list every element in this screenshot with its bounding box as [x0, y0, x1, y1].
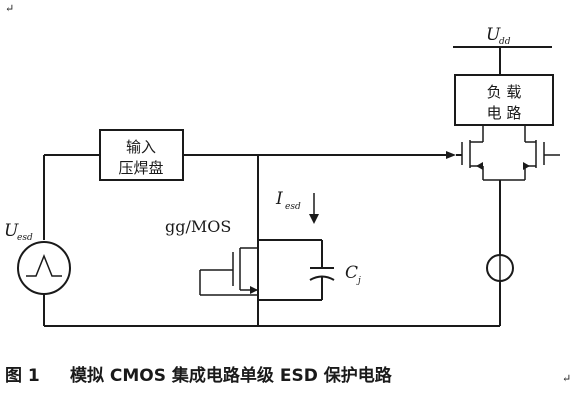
caption-text: 模拟 CMOS 集成电路单级 ESD 保护电路 [70, 365, 393, 386]
capacitor-label: C [345, 263, 358, 283]
ggmos-label: gg/MOS [165, 217, 231, 236]
load-circuit-label-line2: 电 路 [487, 104, 522, 122]
figure-caption: 图 1 模拟 CMOS 集成电路单级 ESD 保护电路 [5, 365, 393, 386]
source-label: U [4, 221, 19, 241]
supply-rail: U dd [453, 25, 552, 75]
capacitor-branch: C j [258, 239, 361, 301]
input-pad-label-line2: 压焊盘 [118, 159, 163, 177]
mirror-transistors [461, 125, 560, 255]
capacitor-label-subscript: j [356, 276, 361, 286]
source-label-subscript: esd [17, 233, 33, 243]
supply-label: U [486, 25, 501, 45]
caption-figure-number: 图 1 [5, 366, 40, 386]
supply-label-subscript: dd [499, 37, 511, 47]
corner-mark-left: ↵ [5, 2, 14, 15]
current-annotation: I esd [275, 189, 319, 224]
current-source [486, 254, 514, 326]
corner-mark-right: ↵ [562, 372, 571, 385]
current-label-subscript: esd [285, 202, 301, 212]
load-circuit-label-line1: 负 载 [487, 83, 522, 101]
signal-wire [43, 151, 462, 240]
input-pad-label-line1: 输入 [126, 138, 156, 156]
current-label: I [275, 189, 283, 209]
esd-source: U esd [4, 221, 71, 326]
load-circuit-box: 负 载 电 路 [454, 74, 554, 126]
input-pad-box: 输入 压焊盘 [99, 129, 184, 181]
